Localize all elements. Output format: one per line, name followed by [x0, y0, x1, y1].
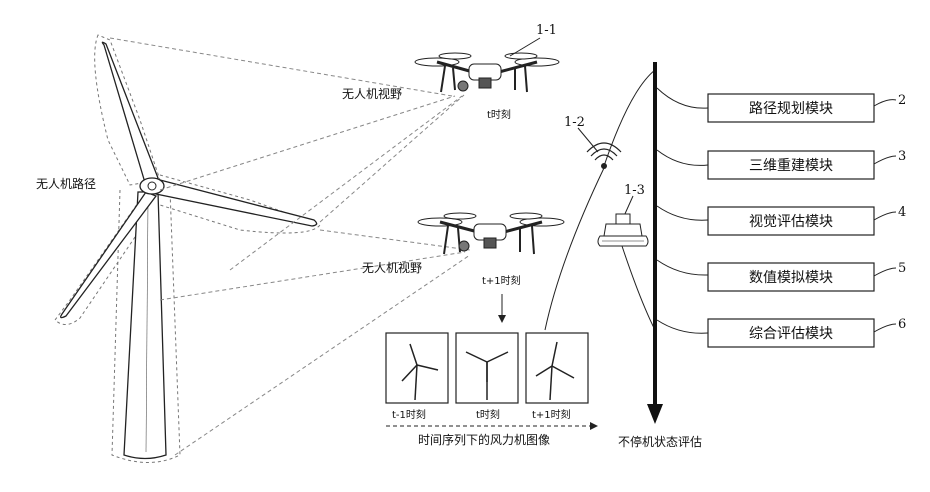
- module-label: 三维重建模块: [749, 158, 833, 174]
- module-number: 5: [898, 261, 906, 276]
- module-box-2: 三维重建模块: [708, 151, 874, 179]
- frame-next-label: t+1时刻: [532, 408, 571, 421]
- module-number: 6: [898, 317, 906, 332]
- turbine-blade-right: [156, 180, 317, 226]
- frame-curr: [456, 333, 518, 403]
- fov-label-bottom: 无人机视野: [362, 260, 422, 275]
- module-label: 综合评估模块: [749, 326, 833, 342]
- main-bus-arrowhead: [647, 404, 663, 424]
- module-label: 视觉评估模块: [749, 214, 833, 230]
- time-axis-label: 时间序列下的风力机图像: [418, 432, 550, 447]
- frame-curr-label: t时刻: [476, 408, 500, 421]
- frame-next: [526, 333, 588, 403]
- module-box-5: 综合评估模块: [708, 319, 874, 347]
- ground-station: [598, 214, 648, 246]
- drone-bottom: [418, 213, 564, 254]
- fov-label-top: 无人机视野: [342, 86, 402, 101]
- module-connectors: [657, 88, 708, 333]
- module-label: 数值模拟模块: [749, 270, 833, 286]
- module-box-3: 视觉评估模块: [708, 207, 874, 235]
- drone-path-label: 无人机路径: [36, 176, 96, 191]
- module-number: 4: [898, 205, 906, 220]
- frame-prev-label: t-1时刻: [392, 408, 426, 421]
- time-t1-label: t+1时刻: [482, 274, 521, 287]
- module-box-1: 路径规划模块: [708, 94, 874, 122]
- result-label: 不停机状态评估: [618, 434, 702, 449]
- number-leaders: [874, 100, 896, 332]
- module-number: 2: [898, 93, 906, 108]
- turbine-tower: [124, 192, 166, 459]
- module-label: 路径规划模块: [749, 101, 833, 117]
- wind-turbine: [55, 35, 320, 463]
- ref-antenna: 1-2: [564, 115, 585, 130]
- drone-top: [415, 53, 559, 92]
- module-box-4: 数值模拟模块: [708, 263, 874, 291]
- module-number: 3: [898, 149, 906, 164]
- frame-prev: [386, 333, 448, 403]
- ref-station: 1-3: [624, 183, 645, 198]
- turbine-blade-upper: [102, 42, 158, 186]
- ref-drone-top: 1-1: [536, 23, 557, 38]
- time-t-label: t时刻: [487, 108, 511, 121]
